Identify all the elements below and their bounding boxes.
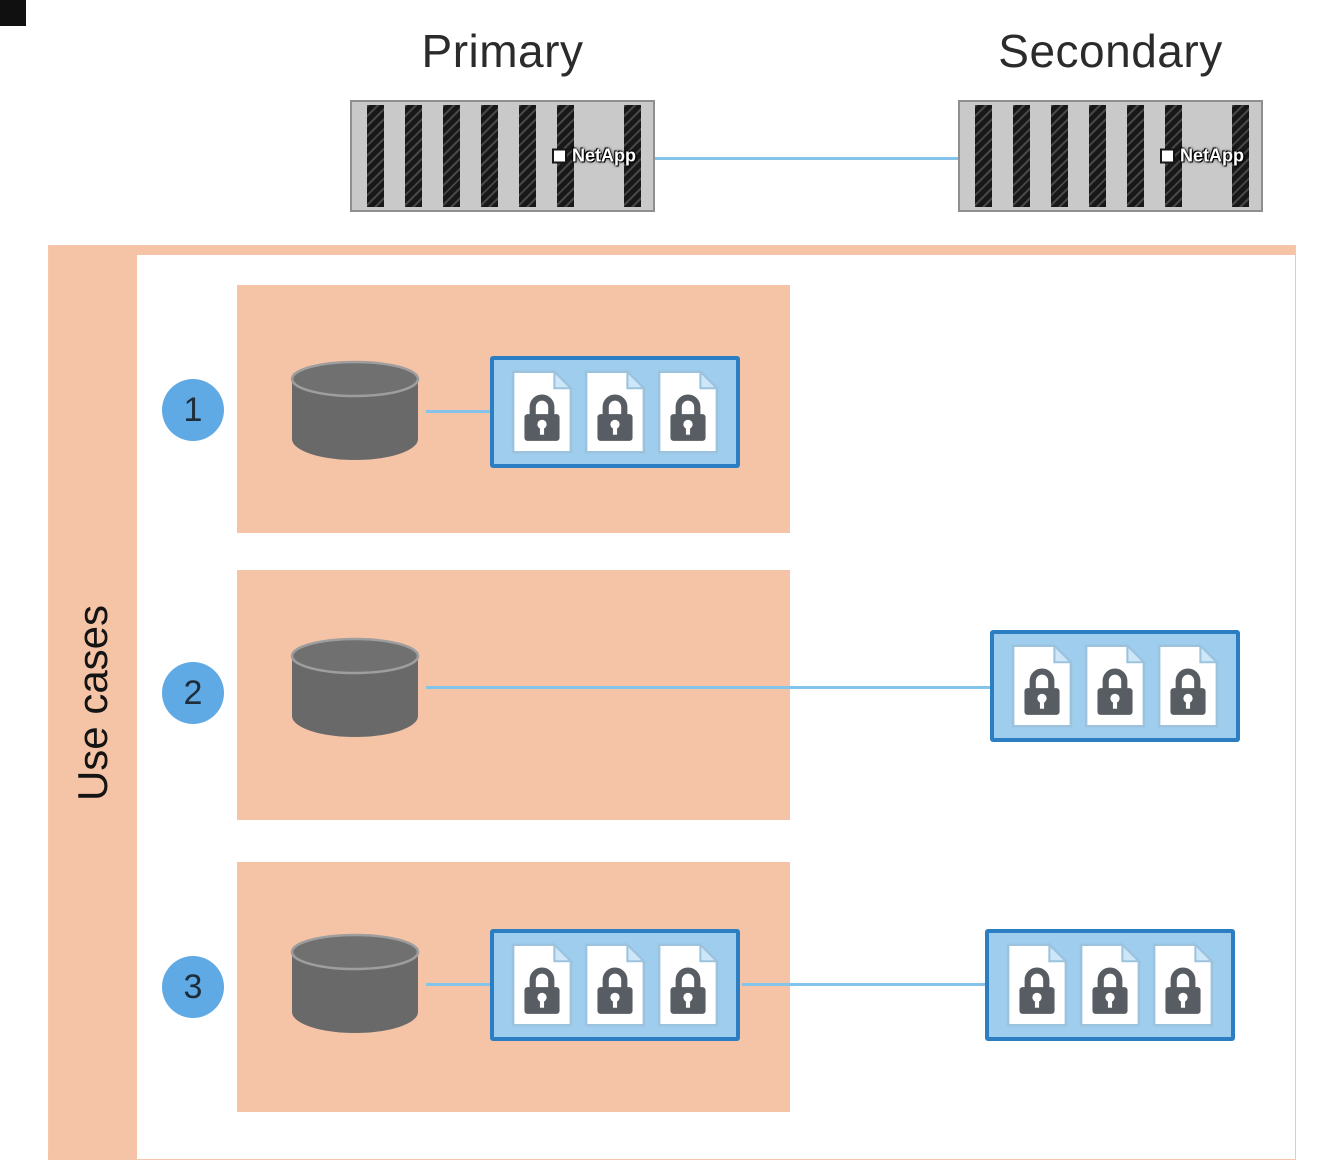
secondary-system-label: Secondary bbox=[998, 25, 1223, 77]
locked-document-icon bbox=[1005, 941, 1069, 1029]
drive-bay-stripe bbox=[1127, 105, 1144, 207]
row3-number-badge: 3 bbox=[162, 956, 224, 1018]
locked-document-icon bbox=[510, 368, 574, 456]
row2-locked-snapshots-secondary bbox=[990, 630, 1240, 742]
database-icon bbox=[284, 928, 426, 1042]
use-cases-sidebar: Use cases bbox=[49, 246, 137, 1159]
row1-connector-line bbox=[426, 410, 492, 413]
locked-document-icon bbox=[656, 941, 720, 1029]
locked-document-icon bbox=[1010, 642, 1074, 730]
drive-bay-stripe bbox=[481, 105, 498, 207]
locked-document-icon bbox=[1151, 941, 1215, 1029]
netapp-logo: NetApp bbox=[1160, 146, 1244, 167]
row1-number-badge: 1 bbox=[162, 379, 224, 441]
panel-top-border bbox=[137, 246, 1295, 255]
primary-system-label: Primary bbox=[421, 25, 584, 77]
row3-primary-connector-line bbox=[426, 983, 492, 986]
drive-bay-stripe bbox=[624, 105, 641, 207]
drive-bay-stripe bbox=[1013, 105, 1030, 207]
drive-bay-stripe bbox=[367, 105, 384, 207]
primary-storage-appliance: NetApp bbox=[350, 100, 655, 212]
drive-bay-stripe bbox=[1051, 105, 1068, 207]
drive-bay-stripe bbox=[1232, 105, 1249, 207]
drive-bay-stripe bbox=[443, 105, 460, 207]
locked-document-icon bbox=[583, 368, 647, 456]
corner-artifact bbox=[0, 0, 26, 26]
row2-number-badge: 2 bbox=[162, 662, 224, 724]
row3-secondary-connector-line bbox=[742, 983, 987, 986]
row3-locked-snapshots-secondary bbox=[985, 929, 1235, 1041]
netapp-logo: NetApp bbox=[552, 146, 636, 167]
drive-bay-stripe bbox=[1089, 105, 1106, 207]
row1-locked-snapshots-primary bbox=[490, 356, 740, 468]
replication-link-line bbox=[655, 157, 958, 160]
locked-document-icon bbox=[656, 368, 720, 456]
drive-bay-stripe bbox=[975, 105, 992, 207]
netapp-logo-mark-icon bbox=[552, 148, 567, 164]
locked-document-icon bbox=[583, 941, 647, 1029]
row2-connector-line bbox=[426, 686, 992, 689]
drive-bay-stripe bbox=[405, 105, 422, 207]
netapp-logo-text: NetApp bbox=[1180, 145, 1244, 166]
locked-document-icon bbox=[1083, 642, 1147, 730]
drive-bay-stripe bbox=[519, 105, 536, 207]
row3-locked-snapshots-primary bbox=[490, 929, 740, 1041]
secondary-storage-appliance: NetApp bbox=[958, 100, 1263, 212]
database-icon bbox=[284, 632, 426, 746]
locked-document-icon bbox=[1156, 642, 1220, 730]
database-icon bbox=[284, 355, 426, 469]
locked-document-icon bbox=[1078, 941, 1142, 1029]
locked-document-icon bbox=[510, 941, 574, 1029]
use-cases-title: Use cases bbox=[69, 604, 116, 801]
netapp-logo-text: NetApp bbox=[572, 145, 636, 166]
netapp-logo-mark-icon bbox=[1160, 148, 1175, 164]
